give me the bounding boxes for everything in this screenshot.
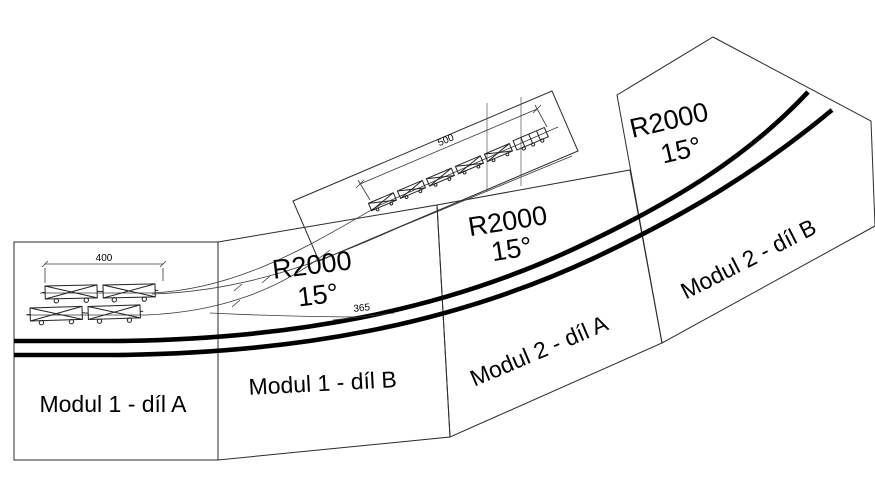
dimension-365: 365 <box>332 302 395 321</box>
dimension-500: 500 <box>355 104 548 201</box>
siding-lines <box>26 97 573 318</box>
locomotive-drawing <box>512 127 550 154</box>
wagon-drawing <box>483 143 514 165</box>
main-track-outer <box>14 108 834 358</box>
dimension-500-label: 500 <box>436 132 456 149</box>
module-label-2b: Modul 2 - díl B <box>676 214 820 304</box>
turnout-template-panel <box>292 90 579 262</box>
curve-radius-label: R2000 <box>271 245 354 284</box>
dimension-400-label: 400 <box>96 253 113 264</box>
module-panel-2b <box>616 36 875 344</box>
module-label-1a: Modul 1 - díl A <box>39 391 187 417</box>
wagon-drawing <box>41 284 101 304</box>
curve-angle-label: 15° <box>489 231 534 267</box>
module-label-1b: Modul 1 - díl B <box>248 366 397 400</box>
wagon-drawing <box>367 192 398 214</box>
wagon-drawing <box>84 304 145 325</box>
curve-annotation-3: R2000 15° <box>627 97 711 170</box>
dimension-400: 400 <box>41 253 167 283</box>
dimension-365-label: 365 <box>353 302 371 315</box>
left-wagon-group <box>26 283 159 326</box>
curve-annotation-1: R2000 15° <box>271 245 354 312</box>
curve-angle-label: 15° <box>296 278 340 313</box>
curve-annotation-2: R2000 15° <box>466 200 549 267</box>
module-label-2a: Modul 2 - díl A <box>466 310 612 392</box>
main-track-inner <box>14 90 810 344</box>
curve-angle-label: 15° <box>658 131 705 169</box>
wagon-drawing <box>26 305 87 326</box>
